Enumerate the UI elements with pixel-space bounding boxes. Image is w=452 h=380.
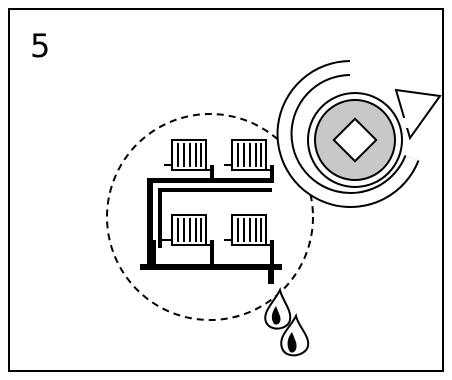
- dashed-focus-circle: [106, 113, 314, 321]
- radiator-circuit-icon: [140, 139, 282, 284]
- water-drop-upper: [264, 286, 292, 330]
- step-number: 5: [30, 27, 51, 65]
- circular-refresh-arrow-icon: [276, 60, 442, 208]
- radiator-bottom-right: [224, 214, 274, 246]
- drain-valve: [268, 270, 274, 284]
- gauge-diamond: [332, 117, 378, 163]
- pressure-gauge-icon: [307, 92, 403, 188]
- water-drop-icon: [264, 286, 310, 357]
- radiator-top-left: [164, 139, 214, 171]
- radiator-bottom-left: [160, 214, 214, 246]
- radiator-top-right: [224, 139, 274, 171]
